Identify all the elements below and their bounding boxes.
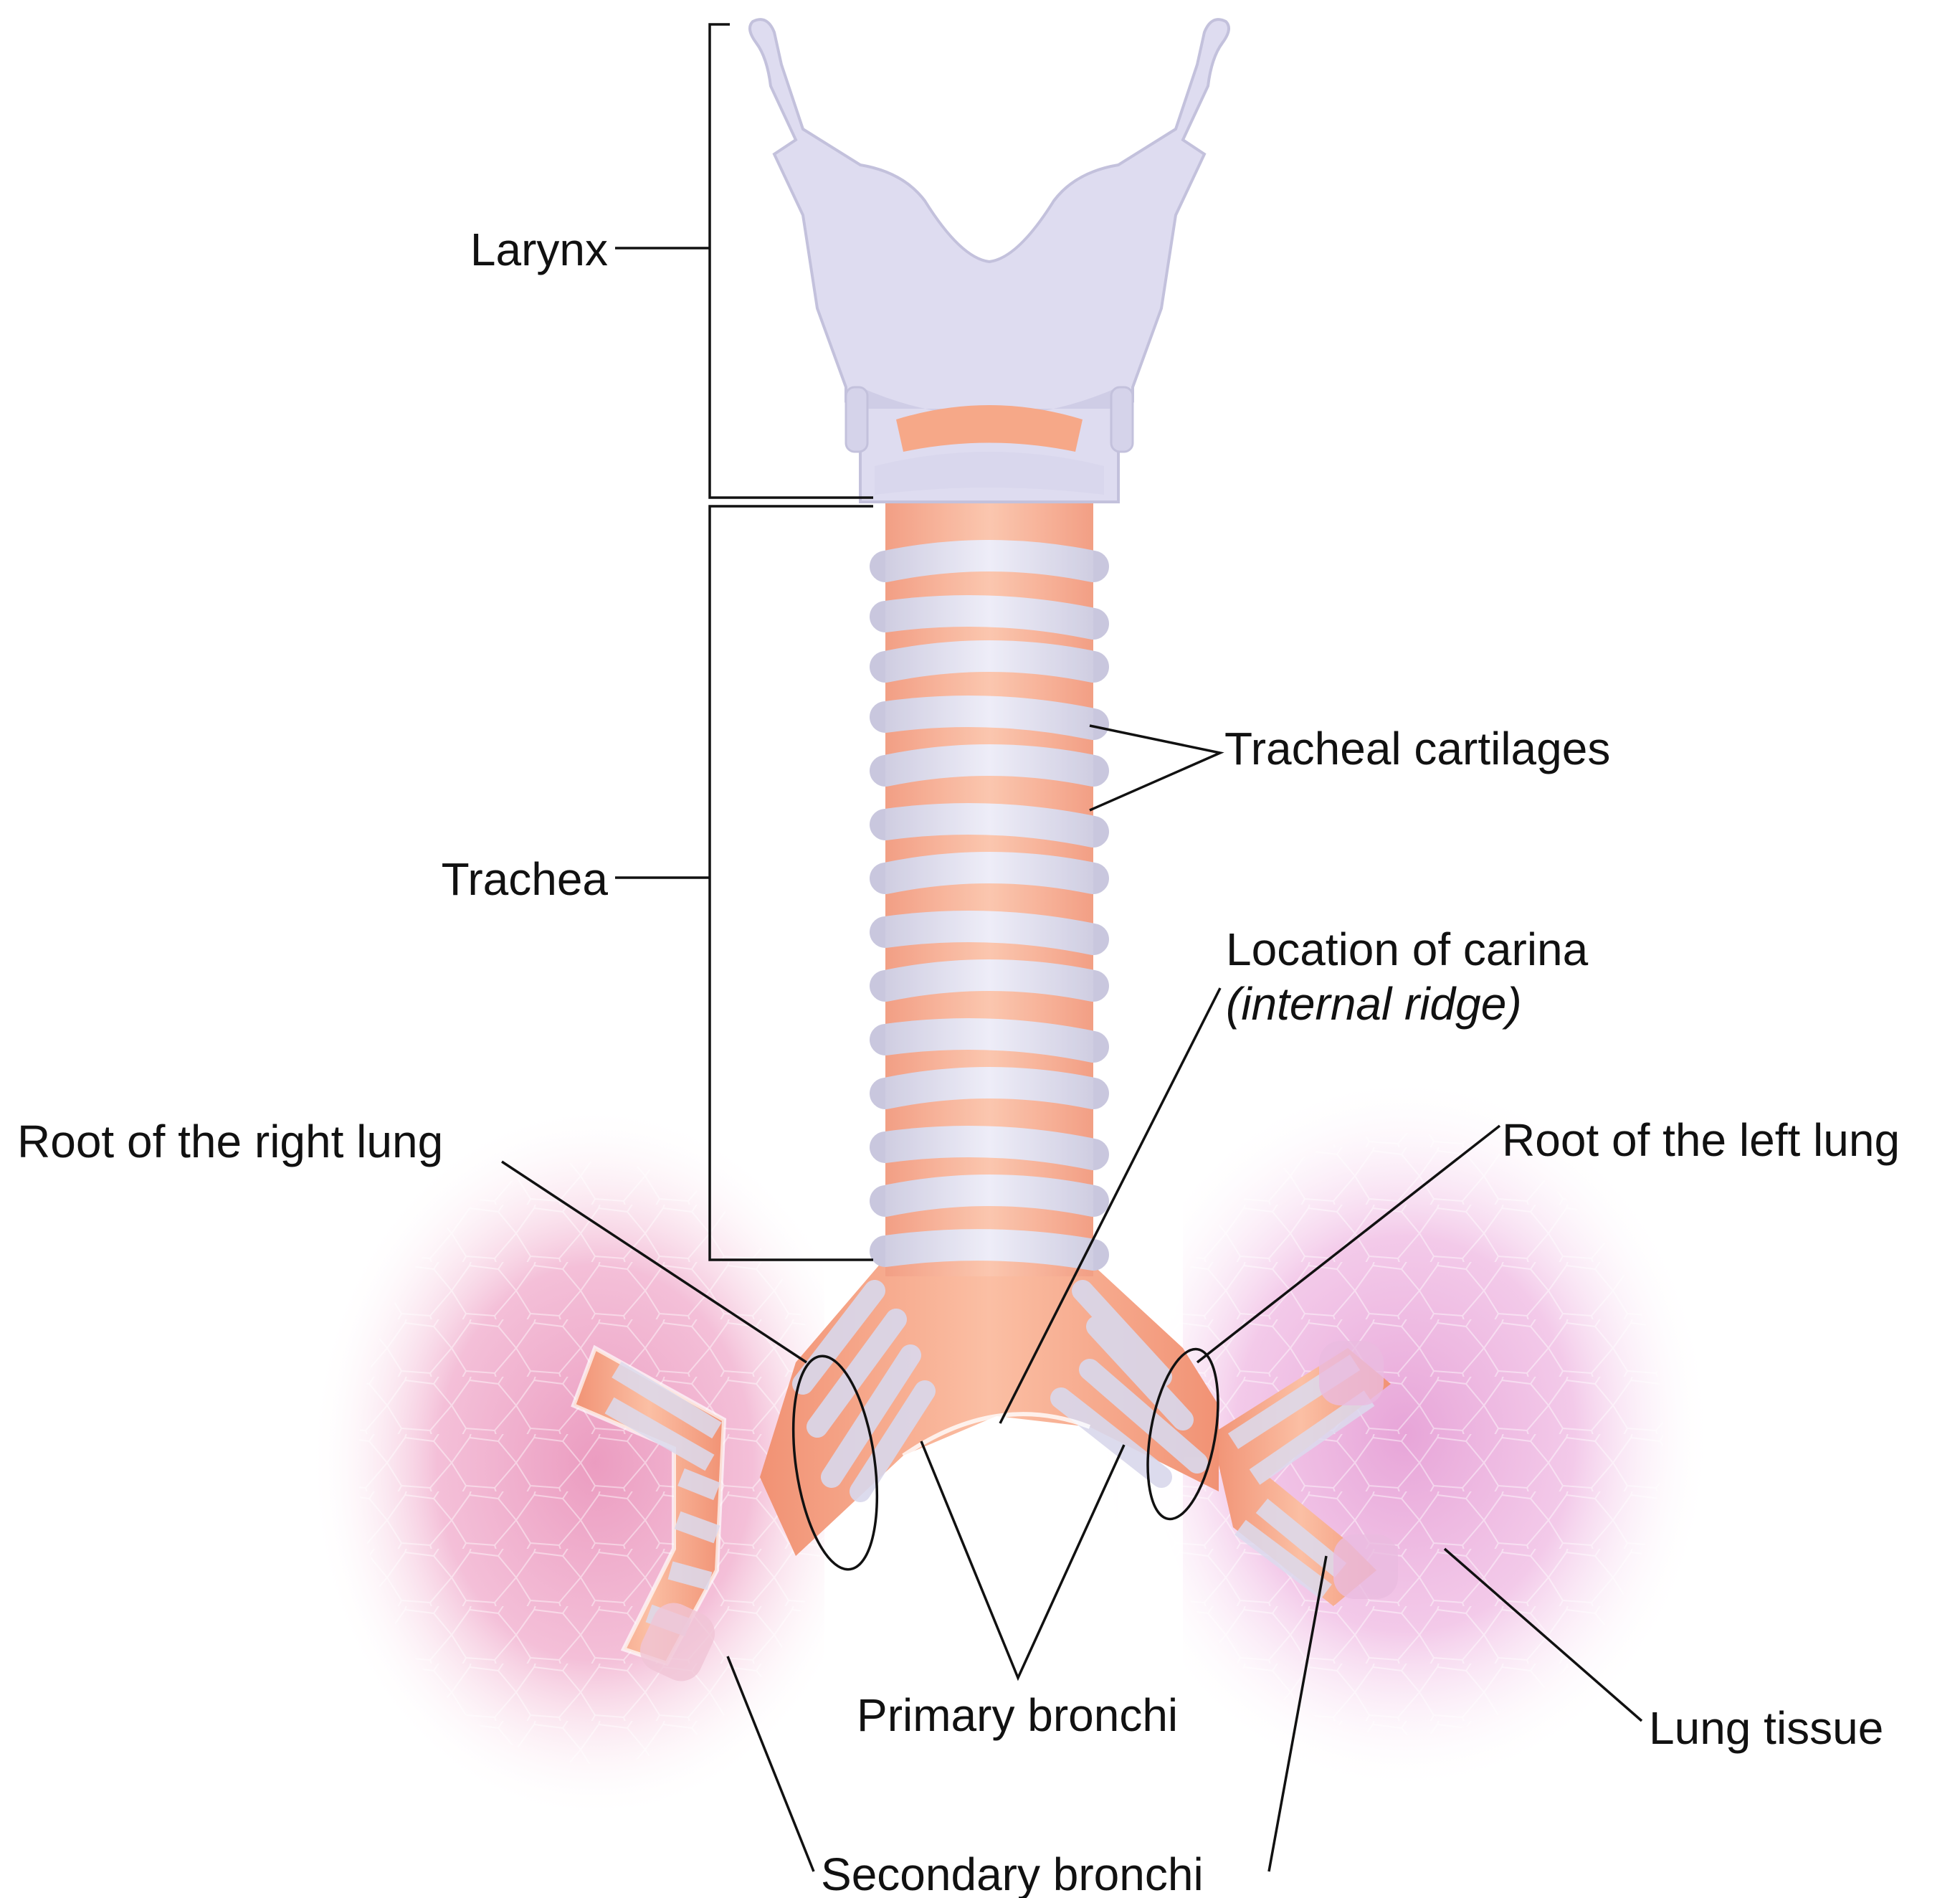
primary-bronchi-leader	[920, 1441, 1126, 1681]
label-larynx: Larynx	[470, 224, 608, 275]
lung-tissue-leader	[1443, 1547, 1643, 1722]
label-carina: Location of carina	[1226, 924, 1589, 975]
root-right-lung-leader	[501, 1160, 807, 1364]
root-left-lung-leader	[1196, 1124, 1501, 1364]
secondary-bronchus-left	[1212, 1341, 1398, 1606]
root-right-lung-marker	[791, 1354, 879, 1571]
label-root-right-lung: Root of the right lung	[17, 1116, 443, 1167]
secondary-bronchi-leader-left	[1267, 1555, 1328, 1872]
label-secondary-bronchi: Secondary bronchi	[821, 1849, 1204, 1898]
tracheal-cartilages-leader	[1089, 724, 1224, 812]
secondary-bronchi-leader-right	[726, 1656, 815, 1872]
root-left-lung-marker	[1146, 1347, 1219, 1521]
larynx-shape	[748, 18, 1230, 503]
left-lung-tissue	[1097, 1076, 1713, 1793]
primary-bronchi	[760, 1262, 1219, 1556]
secondary-bronchus-right	[571, 1344, 727, 1681]
trachea-shape	[870, 495, 1109, 1276]
label-lung-tissue: Lung tissue	[1649, 1702, 1883, 1754]
label-tracheal-cartilages: Tracheal cartilages	[1224, 723, 1610, 774]
trachea-bracket	[708, 505, 873, 1261]
larynx-bracket	[708, 23, 873, 499]
carina-leader	[999, 987, 1222, 1424]
secondary-bronchus-right-stub	[639, 1603, 715, 1681]
label-root-left-lung: Root of the left lung	[1502, 1114, 1900, 1166]
label-trachea: Trachea	[442, 853, 609, 905]
label-carina-note: (internal ridge)	[1226, 978, 1522, 1030]
label-primary-bronchi: Primary bronchi	[857, 1689, 1178, 1741]
secondary-bronchus-left-stub	[1319, 1341, 1384, 1405]
right-lung-tissue	[308, 1104, 882, 1821]
leader-lines	[501, 23, 1643, 1872]
secondary-bronchus-left-stub-lower	[1333, 1534, 1398, 1599]
